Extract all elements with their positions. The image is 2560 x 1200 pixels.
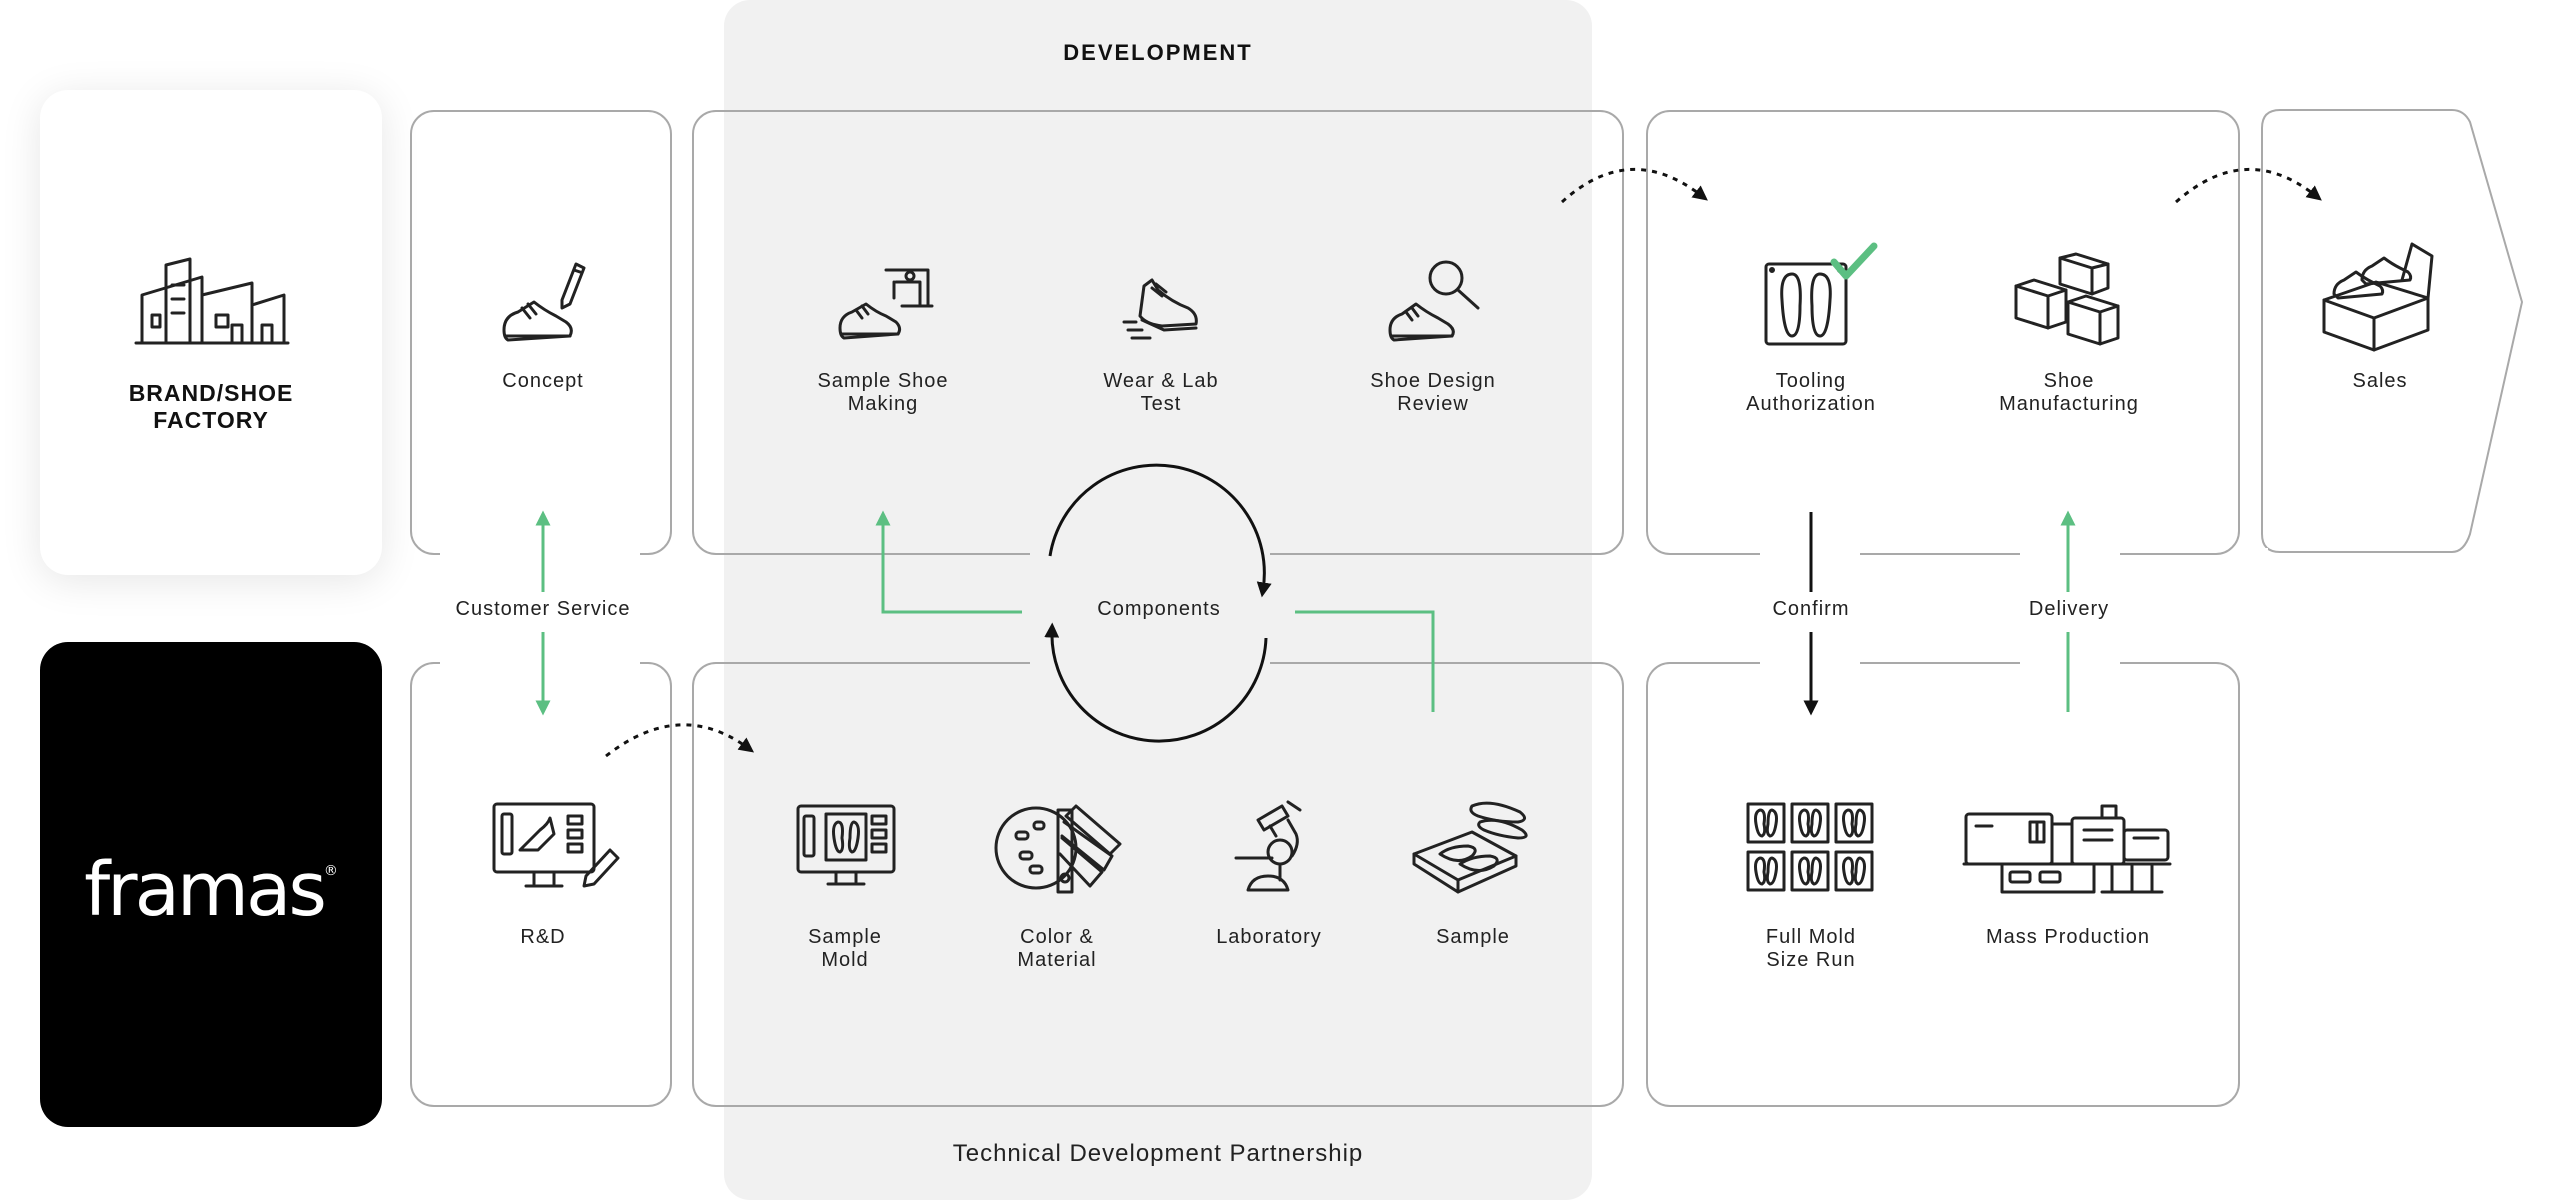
dotted-arrow-manufacturing-to-sales [2175,167,2322,204]
monitor-design-icon [492,802,620,888]
shoebox-icon [2322,242,2434,352]
sample-mold-parts-icon [1412,801,1528,894]
dotted-arrow-dev-to-tooling [1560,167,1708,204]
development-title: DEVELOPMENT [1063,40,1253,65]
manufacturing-top-box [1646,110,2240,555]
injection-machine-icon [1962,804,2172,894]
sample-mold-label: Sample Mold [808,926,882,971]
partnership-label: Technical Development Partnership [952,1140,1364,1167]
sales-label: Sales [2352,370,2408,392]
brand-factory-card: BRAND/SHOE FACTORY [40,90,382,575]
components-line-right [1295,610,1435,712]
cycle-arrow-top [1048,463,1272,598]
color-material-label: Color & Material [1017,926,1097,971]
sample-shoe-making-label: Sample Shoe Making [817,370,949,415]
customer-service-label: Customer Service [455,598,631,620]
running-shoe-icon [1122,278,1198,340]
delivery-label: Delivery [2028,598,2110,620]
brand-factory-label: BRAND/SHOE FACTORY [128,380,294,433]
dotted-arrow-rnd-to-mold [605,723,755,758]
sewing-machine-shoe-icon [838,268,934,340]
framas-logo: framas® [40,847,382,933]
laboratory-label: Laboratory [1216,926,1322,948]
framas-card: framas® [40,642,382,1127]
shoe-manufacturing-label: Shoe Manufacturing [1999,370,2139,415]
confirm-label: Confirm [1772,598,1850,620]
sales-box [2261,109,2524,553]
full-mold-size-run-label: Full Mold Size Run [1765,926,1857,971]
microscope-icon [1234,800,1302,892]
components-label: Components [1097,598,1221,620]
components-arrow-up [875,510,1022,614]
framas-logo-mark: ® [323,863,338,879]
mold-monitor-icon [796,804,896,886]
shoe-design-review-label: Shoe Design Review [1370,370,1496,415]
boxes-icon [2014,252,2120,346]
shoe-pencil-icon [502,262,586,342]
mold-grid-icon [1746,802,1874,892]
factory-icon [134,257,290,345]
mass-production-label: Mass Production [1986,926,2150,948]
color-palette-icon [994,804,1122,894]
insole-mold-check-icon [1764,242,1878,346]
shoe-magnifier-icon [1388,260,1480,342]
rnd-label: R&D [520,926,566,948]
cycle-arrow-bottom [1044,622,1268,743]
tooling-authorization-label: Tooling Authorization [1746,370,1876,415]
wear-lab-test-label: Wear & Lab Test [1103,370,1219,415]
framas-logo-text: framas [84,847,327,933]
production-bottom-box [1646,662,2240,1107]
concept-label: Concept [502,370,584,392]
sample-label: Sample [1436,926,1510,948]
